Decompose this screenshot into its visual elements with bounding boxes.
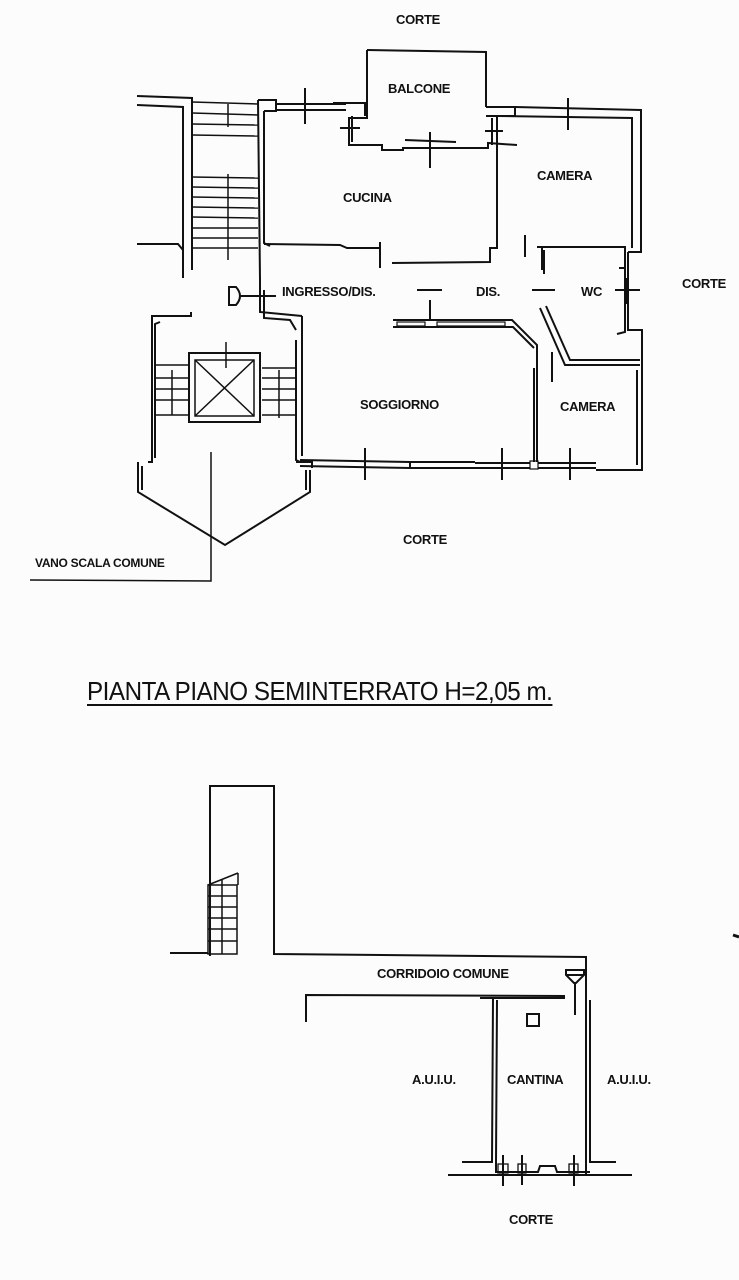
vano-stair-icon bbox=[155, 364, 296, 418]
label-corte-top: CORTE bbox=[396, 12, 441, 27]
label-corte-bottom: CORTE bbox=[403, 532, 448, 547]
edge-mark bbox=[732, 933, 739, 939]
label-ingresso: INGRESSO/DIS. bbox=[282, 284, 376, 299]
label-camera-top: CAMERA bbox=[537, 168, 593, 183]
label-auiu-right: A.U.I.U. bbox=[607, 1072, 651, 1087]
label-balcone: BALCONE bbox=[388, 81, 451, 96]
pillar-icon bbox=[526, 1013, 540, 1027]
label-camera-bottom: CAMERA bbox=[560, 399, 616, 414]
label-corridoio-comune: CORRIDOIO COMUNE bbox=[377, 966, 509, 981]
label-wc: WC bbox=[581, 284, 603, 299]
basement-plan-title: PIANTA PIANO SEMINTERRATO H=2,05 m. bbox=[87, 676, 553, 706]
upper-floor-walls bbox=[29, 49, 643, 582]
label-auiu-left: A.U.I.U. bbox=[412, 1072, 456, 1087]
elevator-icon bbox=[188, 342, 261, 423]
label-corte-right: CORTE bbox=[682, 276, 727, 291]
label-cucina: CUCINA bbox=[343, 190, 392, 205]
basement-stair-icon bbox=[207, 872, 239, 955]
label-vano-scala-comune: VANO SCALA COMUNE bbox=[35, 556, 165, 570]
label-cantina: CANTINA bbox=[507, 1072, 564, 1087]
label-soggiorno: SOGGIORNO bbox=[360, 397, 439, 412]
entrance-door-icon bbox=[228, 286, 241, 306]
label-dis: DIS. bbox=[476, 284, 501, 299]
label-corte-basement: CORTE bbox=[509, 1212, 554, 1227]
upper-stair-icon bbox=[191, 101, 259, 260]
basement-walls bbox=[170, 785, 632, 1186]
light-fixture-icon bbox=[565, 969, 585, 1015]
